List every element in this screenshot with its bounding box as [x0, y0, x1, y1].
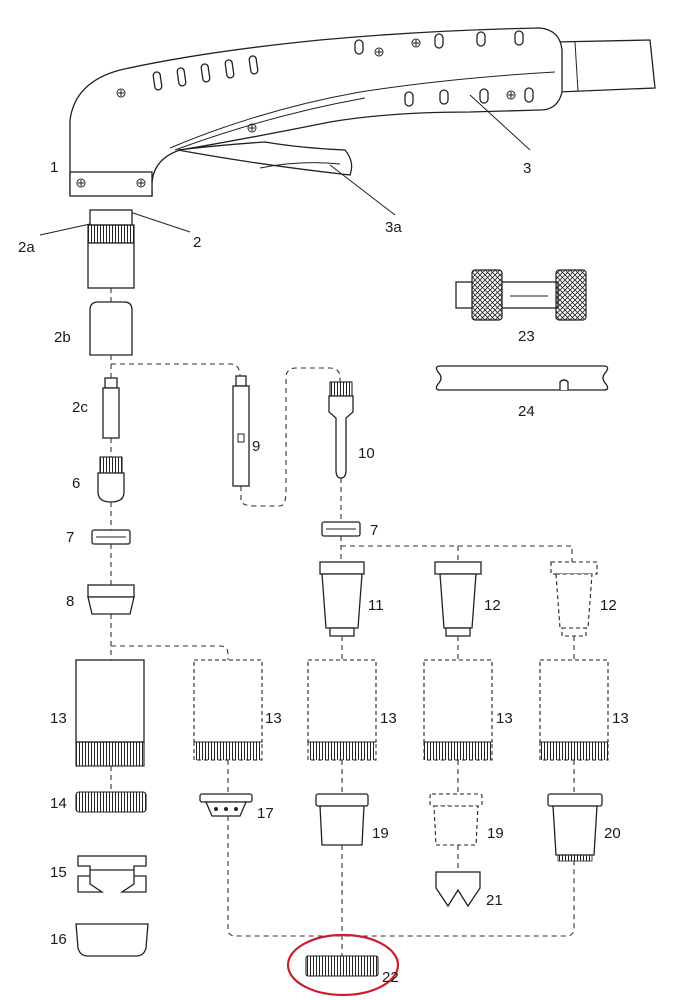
part-17-spacer — [199, 793, 253, 817]
label-13-e: 13 — [612, 710, 629, 727]
label-13-b: 13 — [265, 710, 282, 727]
part-labels: 1 2 2a 2b 2c 3 3a 6 7 7 8 9 10 11 12 12 … — [18, 159, 629, 986]
label-2c: 2c — [72, 399, 88, 416]
label-13-d: 13 — [496, 710, 513, 727]
label-12-b: 12 — [600, 597, 617, 614]
highlight-circle — [286, 933, 400, 997]
part-2-swirl-ring — [87, 209, 135, 289]
label-19-a: 19 — [372, 825, 389, 842]
label-3a: 3a — [385, 219, 402, 236]
leader-lines-top — [39, 94, 531, 236]
label-14: 14 — [50, 795, 67, 812]
label-7-right: 7 — [370, 522, 378, 539]
assembly-connectors — [110, 288, 575, 956]
label-23: 23 — [518, 328, 535, 345]
label-2: 2 — [193, 234, 201, 251]
part-19-shield-b — [429, 793, 483, 846]
label-10: 10 — [358, 445, 375, 462]
part-11-nozzle — [319, 561, 365, 637]
part-6-electrode — [97, 456, 125, 503]
part-12-nozzle-a — [434, 561, 482, 637]
part-7-diffuser-right — [321, 521, 361, 537]
part-13-retaining-cap-e — [539, 659, 609, 761]
part-13-retaining-cap-d — [423, 659, 493, 761]
label-2a: 2a — [18, 239, 35, 256]
torch-handle — [69, 27, 656, 197]
label-13-a: 13 — [50, 710, 67, 727]
part-2c-electrode — [102, 377, 120, 439]
part-13-retaining-cap-solid — [75, 659, 145, 767]
part-21-deflector — [435, 871, 481, 908]
label-21: 21 — [486, 892, 503, 909]
part-10-electrode — [328, 381, 354, 479]
part-7-diffuser-left — [91, 529, 131, 545]
part-2b-sleeve — [89, 301, 133, 356]
label-12-a: 12 — [484, 597, 501, 614]
part-16-cap — [75, 923, 149, 957]
label-3: 3 — [523, 160, 531, 177]
label-9: 9 — [252, 438, 260, 455]
label-19-b: 19 — [487, 825, 504, 842]
part-15-clip — [77, 855, 147, 893]
label-20: 20 — [604, 825, 621, 842]
label-22: 22 — [382, 969, 399, 986]
label-8: 8 — [66, 593, 74, 610]
part-12-nozzle-b — [550, 561, 598, 637]
part-24-wrench — [435, 365, 609, 391]
label-17: 17 — [257, 805, 274, 822]
part-14-ring — [75, 791, 147, 813]
label-24: 24 — [518, 403, 535, 420]
label-16: 16 — [50, 931, 67, 948]
part-22-knurled-nut — [305, 955, 379, 977]
part-19-shield-a — [315, 793, 369, 846]
label-13-c: 13 — [380, 710, 397, 727]
label-11: 11 — [368, 597, 384, 614]
part-13-retaining-cap-c — [307, 659, 377, 761]
label-7-left: 7 — [66, 529, 74, 546]
label-1: 1 — [50, 159, 58, 176]
label-6: 6 — [72, 475, 80, 492]
part-8-nozzle — [87, 584, 135, 615]
part-9-electrode-long — [232, 375, 250, 487]
part-13-retaining-cap-b — [193, 659, 263, 761]
part-23-tool — [455, 269, 587, 321]
part-20-shield — [547, 793, 603, 862]
label-2b: 2b — [54, 329, 71, 346]
label-15: 15 — [50, 864, 67, 881]
